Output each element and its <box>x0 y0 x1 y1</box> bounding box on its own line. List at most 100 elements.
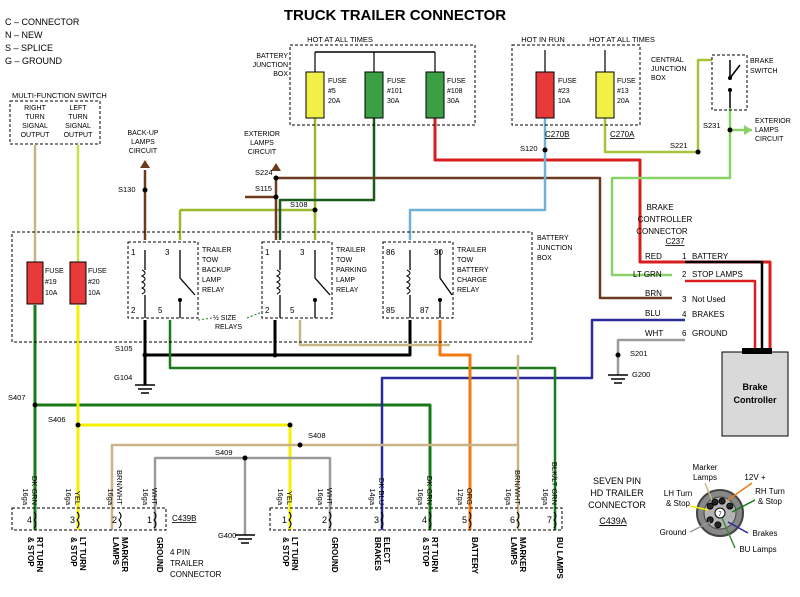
pin-gauge: 16ga <box>141 488 150 506</box>
pin-gauge: 16ga <box>541 488 550 506</box>
hd-pin-number: 5 <box>720 500 724 506</box>
svg-text:½ SIZE: ½ SIZE <box>213 314 237 322</box>
wire-dkgrn-s407 <box>35 403 432 530</box>
svg-text:3: 3 <box>165 248 170 257</box>
svg-text:Not Used: Not Used <box>692 295 725 304</box>
wire-fuse101 <box>278 118 376 240</box>
splice-s120: S120 <box>520 144 538 153</box>
pin-function: LAMPS <box>509 537 518 566</box>
exterior-lamps-left-label: EXTERIOR LAMPS CIRCUIT <box>244 131 280 156</box>
svg-text:STOP LAMPS: STOP LAMPS <box>692 270 743 279</box>
svg-text:BATTERY: BATTERY <box>457 267 489 274</box>
backup-lamps-label: BACK-UP LAMPS CIRCUIT <box>127 130 158 155</box>
svg-text:1: 1 <box>265 248 270 257</box>
pin-function: LT TURN <box>290 537 299 571</box>
fuse-20 <box>69 261 87 305</box>
brake-switch-label-2: SWITCH <box>750 68 778 75</box>
pin-function: BRAKES <box>373 537 382 571</box>
svg-text:TRAILER: TRAILER <box>170 559 204 568</box>
fuse-5-amp: 20A <box>328 98 341 105</box>
hd-pin-pointer <box>689 521 711 533</box>
cjb-hot-run: HOT IN RUN <box>521 35 565 44</box>
svg-text:HD TRAILER: HD TRAILER <box>590 488 644 498</box>
svg-text:LAMPS: LAMPS <box>250 140 274 147</box>
svg-text:SEVEN PIN: SEVEN PIN <box>593 476 641 486</box>
pin-gauge: 12ga <box>456 488 465 506</box>
svg-text:& Stop: & Stop <box>666 499 691 508</box>
left-turn-label-3: SIGNAL <box>65 123 91 130</box>
wire-relay1-out-green <box>168 320 557 530</box>
fuse-13-word: FUSE <box>617 78 636 85</box>
fuse-101-word: FUSE <box>387 78 406 85</box>
cjb-hot-all: HOT AT ALL TIMES <box>589 35 655 44</box>
svg-text:EXTERIOR: EXTERIOR <box>244 131 280 138</box>
svg-text:GROUND: GROUND <box>692 329 728 338</box>
cjb-label-1: CENTRAL <box>651 57 684 64</box>
svg-text:5: 5 <box>290 306 295 315</box>
cjb-label-3: BOX <box>651 75 666 82</box>
svg-text:WHT: WHT <box>645 329 663 338</box>
svg-text:4: 4 <box>682 310 687 319</box>
svg-text:CIRCUIT: CIRCUIT <box>755 136 784 143</box>
right-turn-label-4: OUTPUT <box>21 132 51 139</box>
svg-text:1: 1 <box>131 248 136 257</box>
cjb-outline <box>511 44 641 126</box>
fuse-13-amp: 20A <box>617 98 630 105</box>
pin-function: BATTERY <box>470 537 479 575</box>
wire-battery-black <box>685 260 764 350</box>
relay-parking: 1 3 2 5 TRAILER TOW PARKING LAMP RELAY <box>261 241 367 319</box>
svg-text:BRN: BRN <box>645 289 662 298</box>
top-hot-label: HOT AT ALL TIMES <box>307 35 373 44</box>
s231-arrow-head <box>744 125 752 135</box>
hd-pin-pointer <box>721 517 736 549</box>
svg-text:TOW: TOW <box>336 257 353 264</box>
splice-s108: S108 <box>290 200 308 209</box>
ground-g104: G104 <box>114 373 132 382</box>
fuse-101-num: #101 <box>387 88 403 95</box>
svg-text:6: 6 <box>682 329 687 338</box>
pin-function: MARKER <box>120 537 129 572</box>
fuse-5 <box>305 71 325 119</box>
relay-battery-charge: 86 30 85 87 TRAILER TOW BATTERY CHARGE R… <box>382 241 489 319</box>
wire-fuse108-red <box>433 118 772 350</box>
conn-c270b: C270B <box>545 130 569 139</box>
legend-connector: C – CONNECTOR <box>5 17 80 27</box>
pin-function: LT TURN <box>78 537 87 571</box>
svg-text:BACKUP: BACKUP <box>202 267 231 274</box>
svg-text:C439A: C439A <box>599 516 627 526</box>
pin-number: 3 <box>374 515 379 525</box>
pin-number: 3 <box>70 515 75 525</box>
pin-gauge: 16ga <box>21 488 30 506</box>
splice-labels: S130 S224 S115 S108 S120 S221 S231 S105 … <box>8 121 721 457</box>
bjb-label-1: BATTERY <box>537 235 569 242</box>
fuse-19-word: FUSE <box>45 268 64 275</box>
wire-relay2-out-tan <box>298 320 450 347</box>
svg-text:RED: RED <box>645 252 662 261</box>
splice-s221: S221 <box>670 141 688 150</box>
legend-ground: G – GROUND <box>5 56 63 66</box>
svg-text:LAMP: LAMP <box>202 277 221 284</box>
pin-function: GROUND <box>330 537 339 573</box>
svg-text:3: 3 <box>300 248 305 257</box>
fuse-20-num: #20 <box>88 279 100 286</box>
fuse-19-amp: 10A <box>45 290 58 297</box>
brake-controller-label-2: Controller <box>733 395 776 405</box>
fuse-5-word: FUSE <box>328 78 347 85</box>
svg-text:2: 2 <box>265 306 270 315</box>
pin-function: RT TURN <box>35 537 44 572</box>
conn-c270a: C270A <box>610 130 635 139</box>
pin-wire-label: WHT <box>325 488 334 505</box>
fuse-101-amp: 30A <box>387 98 400 105</box>
pin-gauge: 16ga <box>64 488 73 506</box>
pin-function: LAMPS <box>111 537 120 566</box>
pin-wire-label: YEL <box>285 491 294 505</box>
multifunction-switch: MULTI-FUNCTION SWITCH RIGHT TURN SIGNAL … <box>9 91 107 145</box>
left-turn-label-1: LEFT <box>69 105 87 112</box>
fuse-108-num: #108 <box>447 88 463 95</box>
hd-pin <box>718 497 726 505</box>
